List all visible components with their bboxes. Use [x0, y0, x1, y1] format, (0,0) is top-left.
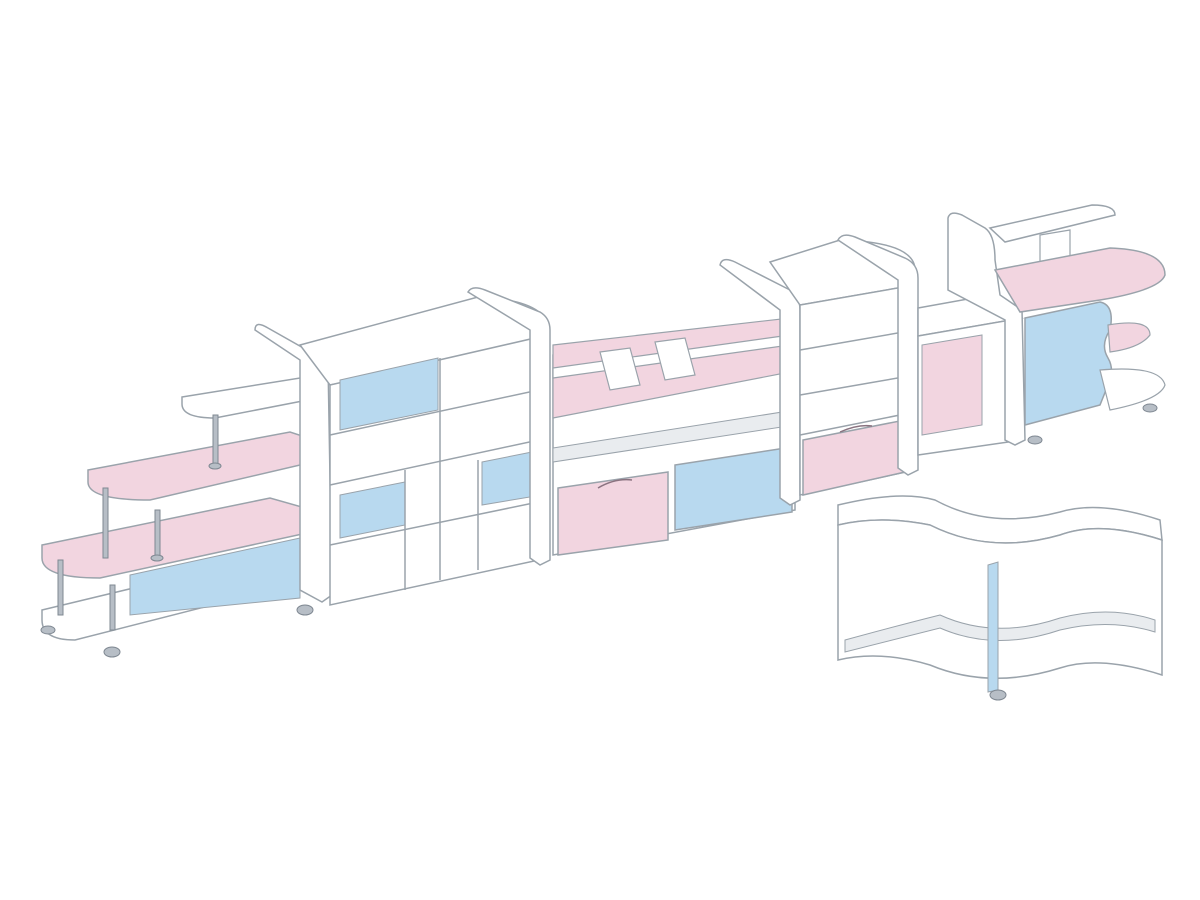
- metal-legs: [40, 414, 314, 658]
- cubby-blue-back-1: [339, 357, 439, 431]
- drawer-unit: [552, 258, 801, 556]
- blue-drawer: [674, 446, 793, 531]
- cubby-unit: [298, 287, 551, 606]
- stepped-shelf-unit: [40, 323, 333, 658]
- blue-back-panel: [129, 537, 301, 616]
- white-top-tier: [181, 377, 319, 419]
- cabinet-top-shelf: [988, 204, 1116, 243]
- pink-drawer-handle: [597, 478, 633, 489]
- cubby-side-panel: [466, 287, 551, 566]
- tall-shelf-unit: [768, 234, 919, 496]
- pink-cabinet-top: [993, 247, 1166, 313]
- pink-drawer: [557, 471, 669, 556]
- blue-cabinet-door: [1024, 301, 1113, 426]
- curved-feet: [989, 689, 1007, 701]
- door-cabinet-unit: [947, 204, 1166, 446]
- box-pink-back: [921, 334, 983, 436]
- tall-drawer-handle: [839, 424, 873, 433]
- curved-body: [837, 519, 1163, 679]
- cabinet-feet: [1027, 403, 1158, 445]
- blue-divider: [987, 561, 999, 693]
- tray-dividers: [552, 334, 791, 391]
- tall-unit-shelves: [799, 329, 916, 436]
- cabinet-side-panel: [947, 212, 1026, 446]
- side-panel: [254, 323, 333, 603]
- pink-side-shelf: [1107, 322, 1151, 353]
- cubby-dividers: [329, 358, 549, 590]
- curved-inner-shelf: [844, 611, 1156, 653]
- curved-corner-shelf: [837, 495, 1163, 701]
- white-side-shelf: [1099, 368, 1166, 411]
